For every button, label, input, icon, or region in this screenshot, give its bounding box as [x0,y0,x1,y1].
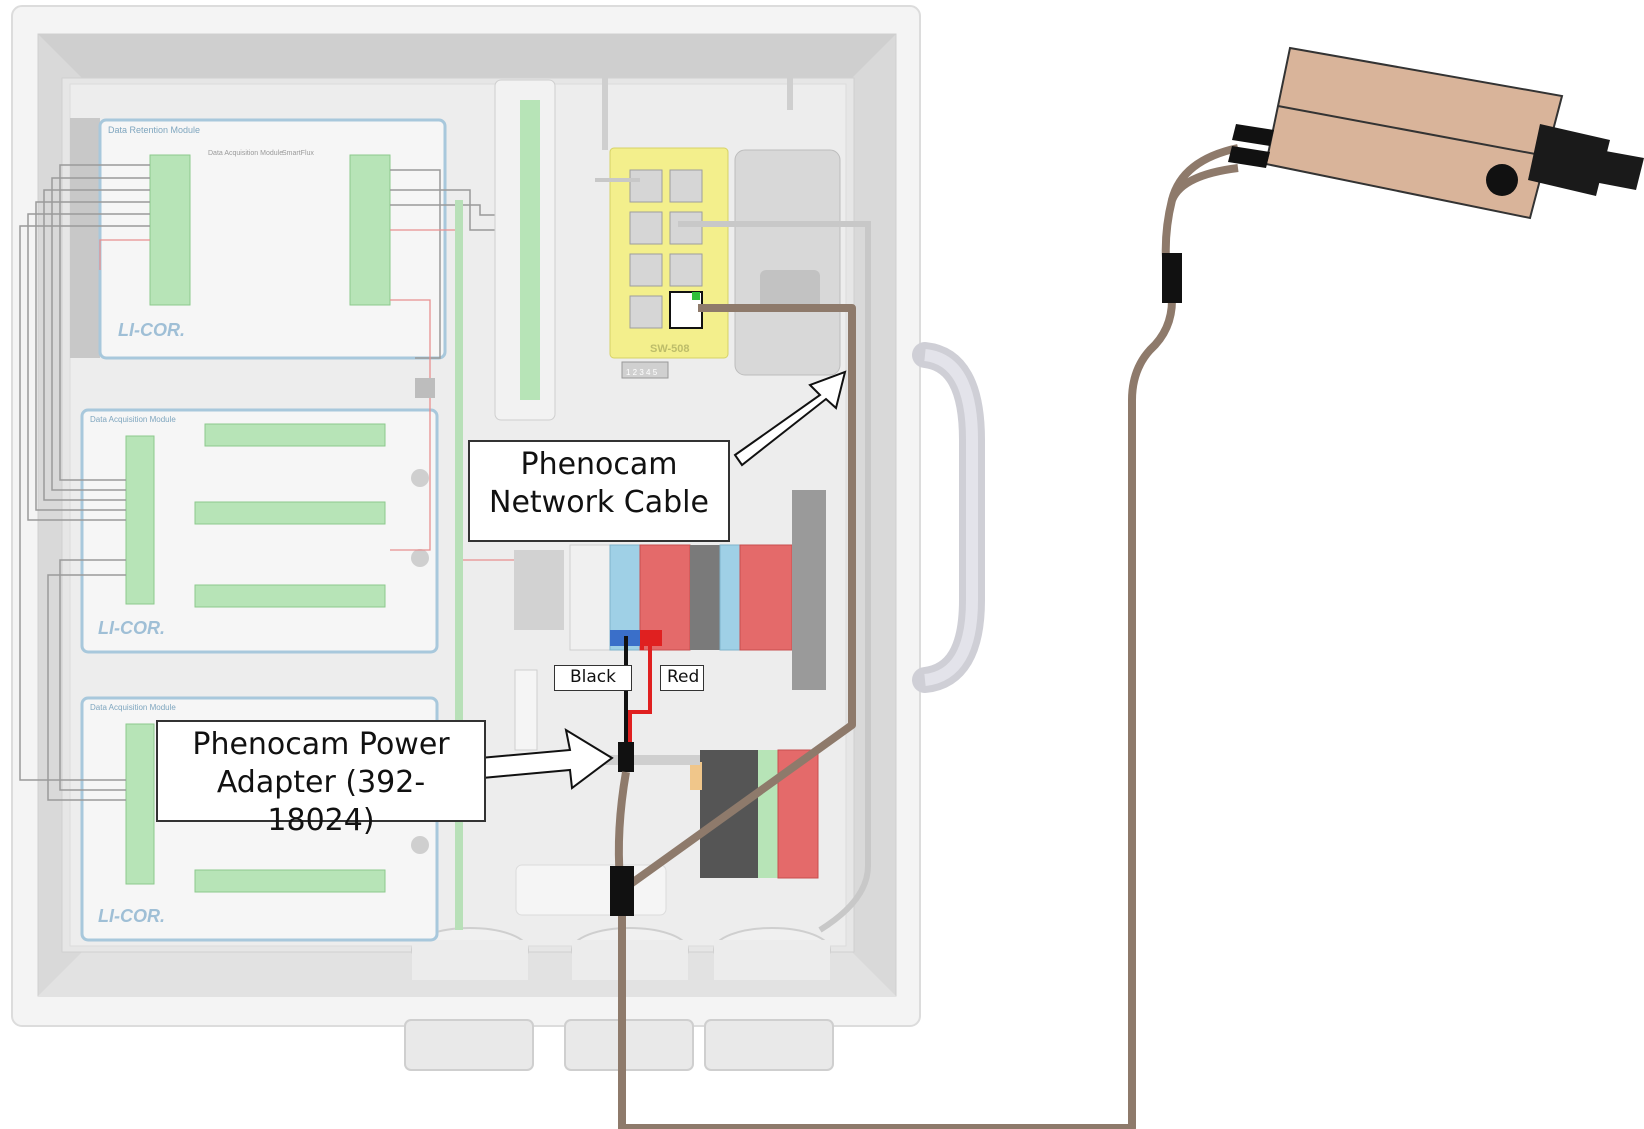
power-adapter-connector [618,742,634,772]
terminal-block-small [415,378,435,398]
data-retention-title: Data Retention Module [108,125,200,135]
din-rail-clips [514,669,538,751]
network-cable-callout: Phenocam Network Cable [468,440,730,542]
switch-model-label: SW-508 [650,343,690,355]
power-adapter-arrow [478,727,614,790]
antenna-cable [602,65,793,150]
terminal-blocks-lower [690,749,819,879]
cable-glands-outside [404,1019,834,1071]
power-supply [734,149,841,376]
network-cable-callout-line1: Phenocam [520,447,678,482]
smartflux-unit [494,79,556,421]
data-acquisition-1-logo: LI-COR. [98,618,165,638]
data-acquisition-2-title: Data Acquisition Module [90,703,176,712]
data-acquisition-module-1 [80,408,439,654]
data-retention-logo: LI-COR. [118,320,185,340]
din-rail-green [455,200,463,930]
din-bracket [514,550,564,630]
terminal-blocks-upper [569,490,826,690]
switch-dip-labels: 1 2 3 4 5 [626,368,658,377]
network-cable-arrow [733,370,847,467]
enclosure-handle [912,342,985,693]
module-wiring [19,164,540,801]
external-cable-sleeve [1162,253,1182,303]
cable-splice-sleeve [610,866,634,916]
power-adapter-callout-line1: Phenocam Power [192,727,450,762]
data-retention-subtitle-right: SmartFlux [282,150,314,157]
data-acquisition-1-title: Data Acquisition Module [90,415,176,424]
network-cable-callout-line2: Network Cable [489,485,709,520]
phenocam-external-cable-branch [1168,164,1239,202]
grey-internal-cable [678,221,871,933]
red-wire-label: Red [660,665,704,691]
data-acquisition-2-logo: LI-COR. [98,906,165,926]
phenocam-camera [1228,46,1644,220]
black-wire-label: Black [554,665,632,691]
phenocam-network-cable [622,304,856,892]
cable-glands-inside [411,927,831,980]
power-adapter-callout-line2: Adapter (392-18024) [216,765,426,838]
data-retention-subtitle-left: Data Acquisition Module [208,150,283,157]
power-adapter-callout: Phenocam Power Adapter (392-18024) [156,720,486,838]
